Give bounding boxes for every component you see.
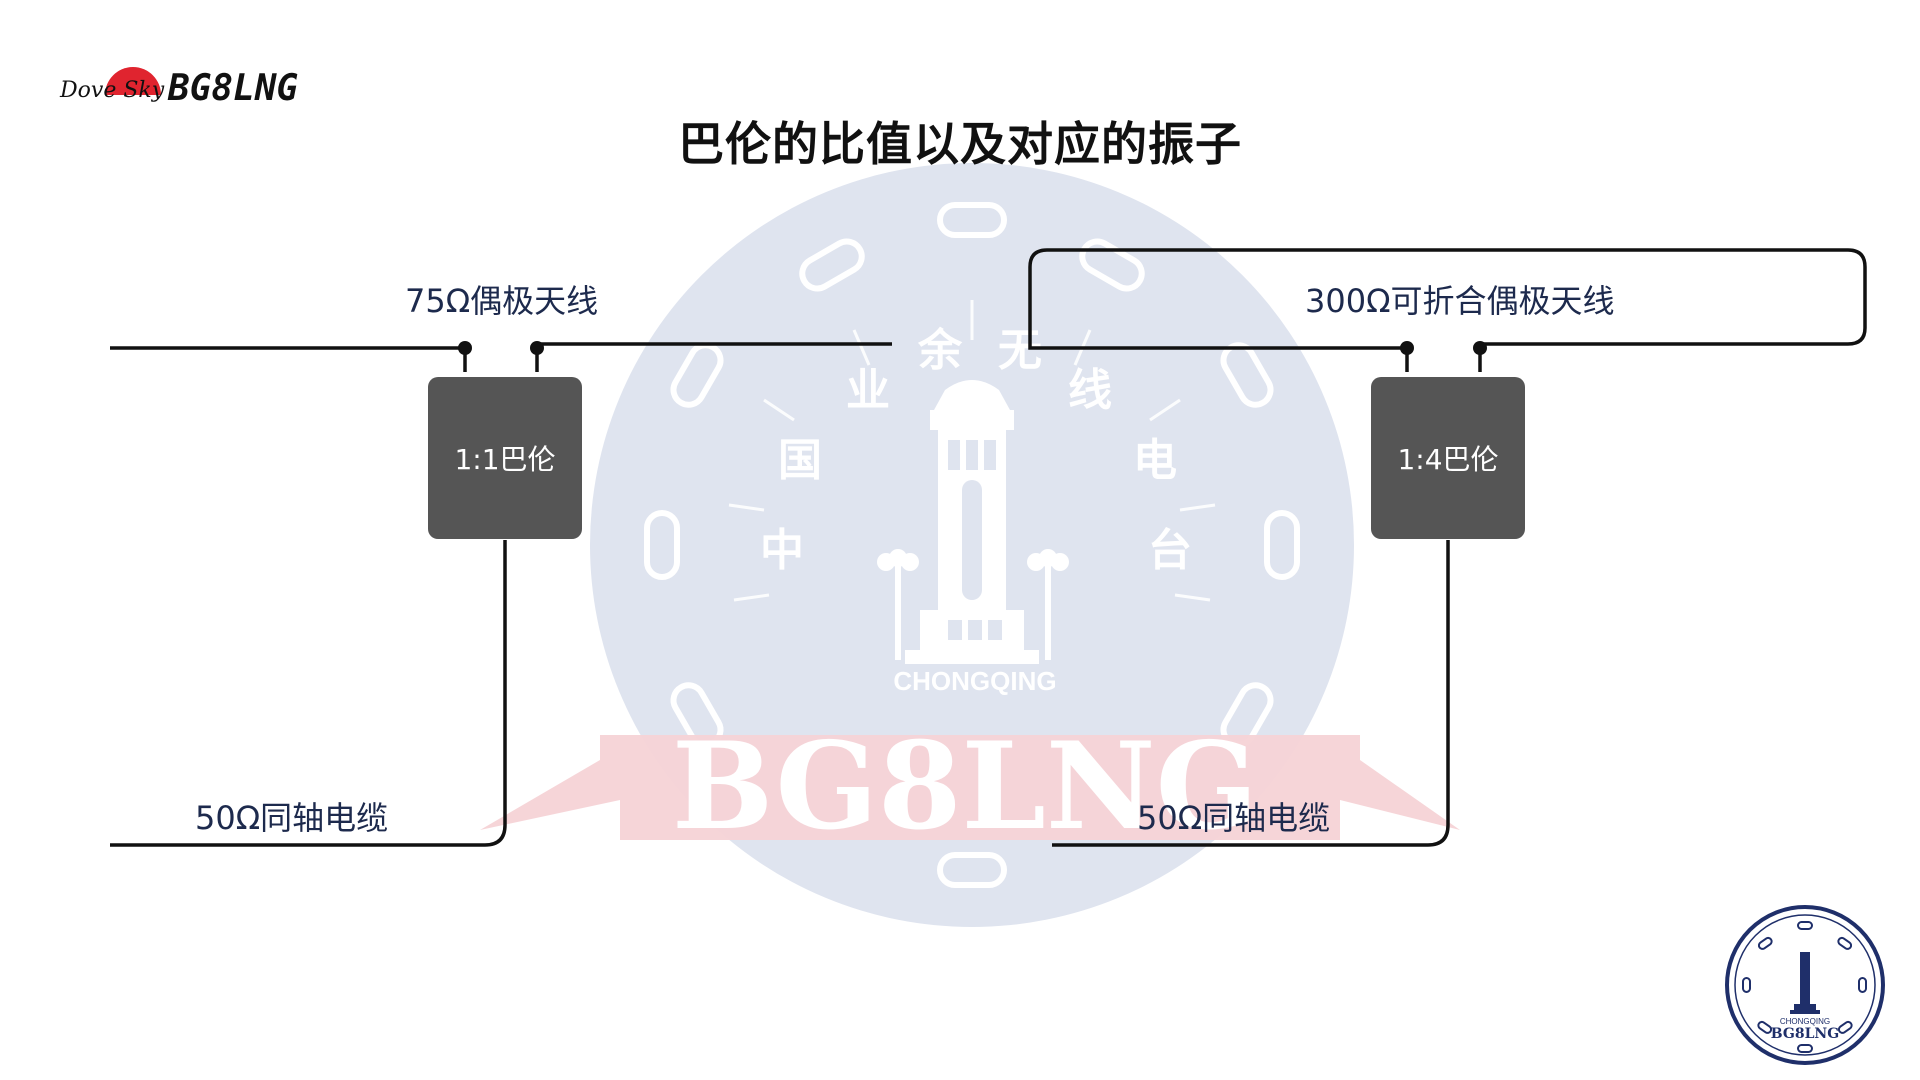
ring-char-7: 电: [1133, 435, 1177, 486]
left-balun: 1:1巴伦: [428, 377, 582, 539]
ring-char-2: 国: [778, 435, 822, 486]
left-feed-point-1: [458, 341, 472, 355]
sun-icon: [105, 67, 161, 95]
left-dipole-left-arm: [110, 346, 467, 372]
brand-script: Dove Sky: [60, 78, 165, 103]
callsign-logo: BG8LNG: [168, 68, 299, 109]
badge-callsign: BG8LNG: [1771, 1026, 1839, 1042]
right-coax-line: [1052, 540, 1450, 847]
watermark-tower-windows: [948, 440, 1002, 640]
right-balun-label: 1:4巴伦: [1397, 443, 1499, 476]
right-antenna-label: 300Ω可折合偶极天线: [1305, 282, 1615, 320]
watermark-ring-text: 中 国 业 余 无 线 电 台: [760, 325, 1192, 576]
right-folded-dipole: [1028, 248, 1867, 350]
right-feed-point-1: [1400, 341, 1414, 355]
watermark-ribbon: [480, 735, 1460, 840]
left-coax-line: [110, 540, 507, 847]
ring-char-5: 无: [998, 325, 1042, 376]
watermark-callsign: BG8LNG: [672, 716, 1258, 857]
corner-badge: CHONGQING BG8LNG: [1725, 905, 1885, 1065]
page-title: 巴伦的比值以及对应的振子: [678, 117, 1242, 171]
watermark-lamps: [877, 549, 1069, 660]
right-feed-point-2: [1473, 341, 1487, 355]
ring-char-3: 业: [846, 365, 890, 416]
right-cable-label: 50Ω同轴电缆: [1137, 799, 1331, 837]
left-antenna-label: 75Ω偶极天线: [405, 282, 599, 320]
ring-char-4: 余: [917, 325, 963, 376]
left-balun-label: 1:1巴伦: [454, 443, 556, 476]
ring-char-8: 台: [1148, 525, 1192, 576]
watermark-city: CHONGQING: [893, 666, 1056, 696]
left-cable-label: 50Ω同轴电缆: [195, 799, 389, 837]
ring-char-1: 中: [760, 525, 804, 576]
ring-char-6: 线: [1068, 365, 1112, 416]
right-balun: 1:4巴伦: [1371, 377, 1525, 539]
left-feed-point-2: [530, 341, 544, 355]
badge-city: CHONGQING: [1780, 1017, 1830, 1026]
left-dipole-right-arm: [535, 342, 892, 372]
brand-logo: Dove Sky BG8LNG: [60, 60, 298, 120]
